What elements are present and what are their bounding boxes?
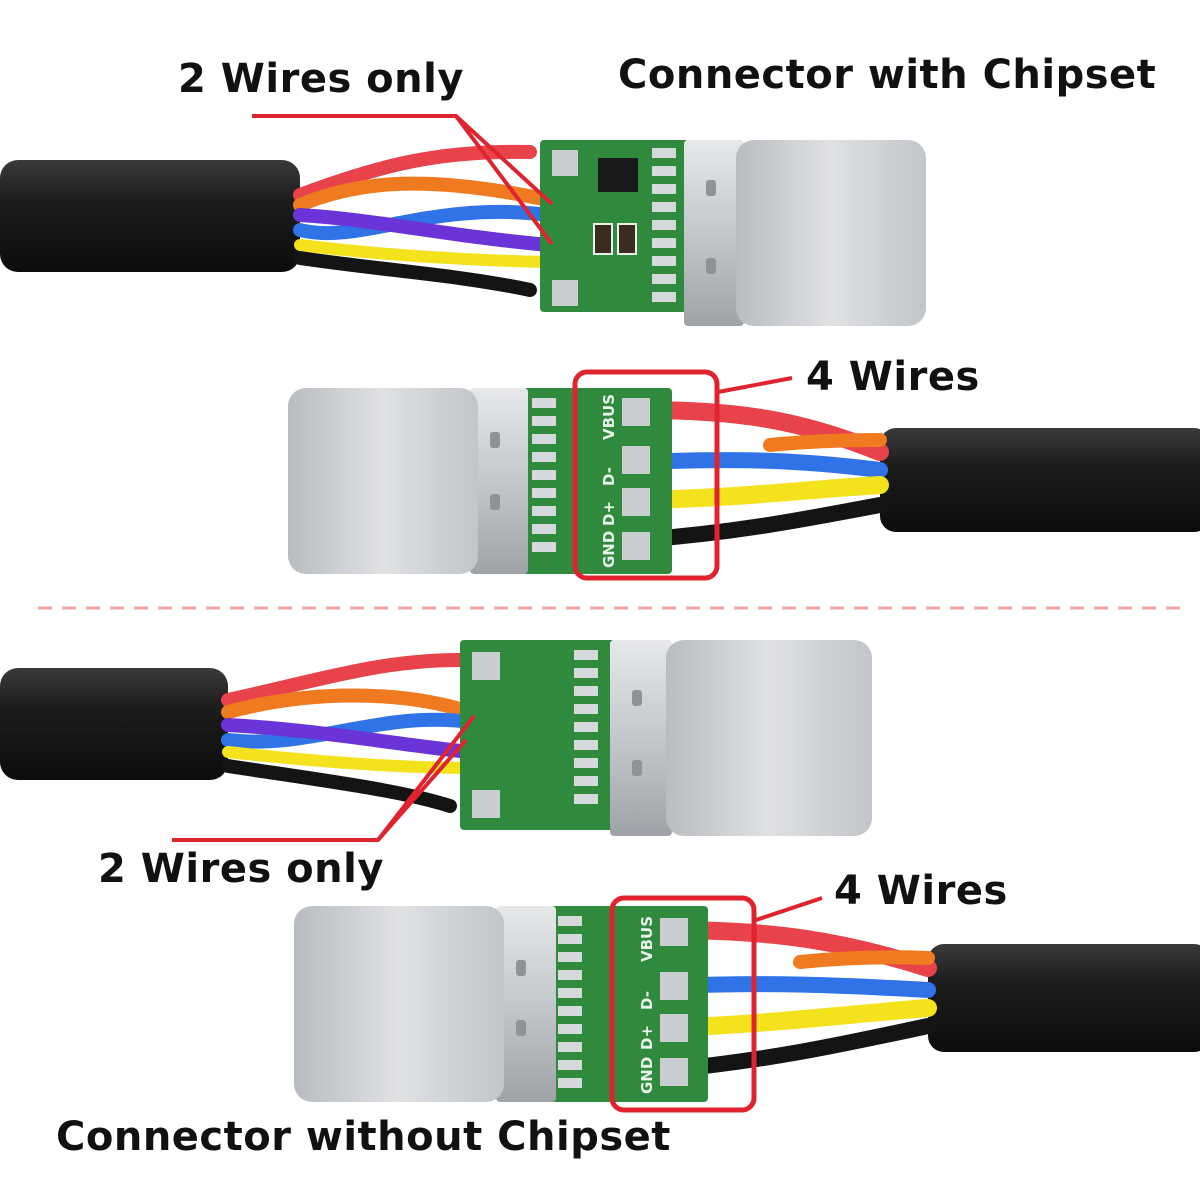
solder-pad bbox=[622, 488, 650, 516]
solder-pad bbox=[660, 918, 688, 946]
pcb-label-gnd: GND bbox=[600, 531, 618, 568]
pcb-label-dminus: D- bbox=[600, 467, 618, 486]
pcb-contacts bbox=[652, 148, 676, 302]
connector-without-chipset-title: Connector without Chipset bbox=[56, 1114, 671, 1160]
solder-pad bbox=[660, 1014, 688, 1042]
pcb-label-dplus: D+ bbox=[600, 501, 618, 526]
pcb-contacts bbox=[558, 916, 582, 1088]
solder-pad bbox=[622, 532, 650, 560]
black-cable bbox=[928, 944, 1200, 1052]
usb-c-connector bbox=[610, 640, 872, 836]
pcb-label-gnd: GND bbox=[638, 1057, 656, 1094]
assembly-four-wires-bottom: VBUS D- D+ GND bbox=[294, 895, 1200, 1113]
usb-c-connector bbox=[294, 906, 556, 1102]
black-cable bbox=[0, 160, 300, 272]
four-wires-label-top: 4 Wires bbox=[806, 354, 980, 400]
chip-ic bbox=[598, 158, 638, 192]
solder-pad bbox=[622, 446, 650, 474]
pcb-silkscreen: VBUS D- D+ GND bbox=[638, 916, 656, 1094]
black-cable bbox=[0, 668, 228, 780]
wire-bundle bbox=[221, 653, 477, 813]
smd-component bbox=[593, 223, 613, 255]
connector-with-chipset-title: Connector with Chipset bbox=[618, 52, 1157, 98]
pcb-board bbox=[522, 388, 672, 574]
two-wires-only-label-top: 2 Wires only bbox=[178, 56, 464, 102]
assembly-four-wires-top: VBUS D- D+ GND bbox=[288, 369, 1200, 581]
pcb-board bbox=[548, 906, 708, 1102]
annotation-lines-bottom bbox=[172, 714, 476, 842]
four-wires-label-bottom: 4 Wires bbox=[834, 868, 1008, 914]
usb-c-connector bbox=[684, 140, 926, 326]
highlight-box bbox=[572, 369, 720, 581]
solder-pad bbox=[552, 280, 578, 306]
solder-pad bbox=[472, 652, 500, 680]
solder-pad bbox=[622, 398, 650, 426]
solder-pad bbox=[552, 150, 578, 176]
solder-pad bbox=[660, 972, 688, 1000]
highlight-box bbox=[609, 895, 757, 1113]
pcb-silkscreen: VBUS D- D+ GND bbox=[600, 394, 618, 568]
pcb-label-vbus: VBUS bbox=[600, 394, 618, 440]
usb-c-connector bbox=[288, 388, 528, 574]
pcb-contacts bbox=[574, 650, 598, 804]
pcb-label-dplus: D+ bbox=[638, 1025, 656, 1050]
pcb-label-vbus: VBUS bbox=[638, 916, 656, 962]
wire-bundle bbox=[631, 401, 889, 548]
two-wires-only-label-bottom: 2 Wires only bbox=[98, 846, 384, 892]
pcb-board bbox=[540, 140, 690, 312]
annotation-line bbox=[717, 376, 793, 394]
pcb-contacts bbox=[532, 398, 556, 552]
wire-bundle bbox=[293, 144, 555, 297]
annotation-lines-top bbox=[252, 114, 554, 246]
assembly-without-chipset bbox=[0, 640, 872, 836]
pcb-label-dminus: D- bbox=[638, 991, 656, 1010]
black-cable bbox=[880, 428, 1200, 532]
assembly-with-chipset bbox=[0, 140, 926, 326]
annotation-line bbox=[755, 896, 823, 922]
smd-component bbox=[617, 223, 637, 255]
solder-pad bbox=[472, 790, 500, 818]
solder-pad bbox=[660, 1058, 688, 1086]
